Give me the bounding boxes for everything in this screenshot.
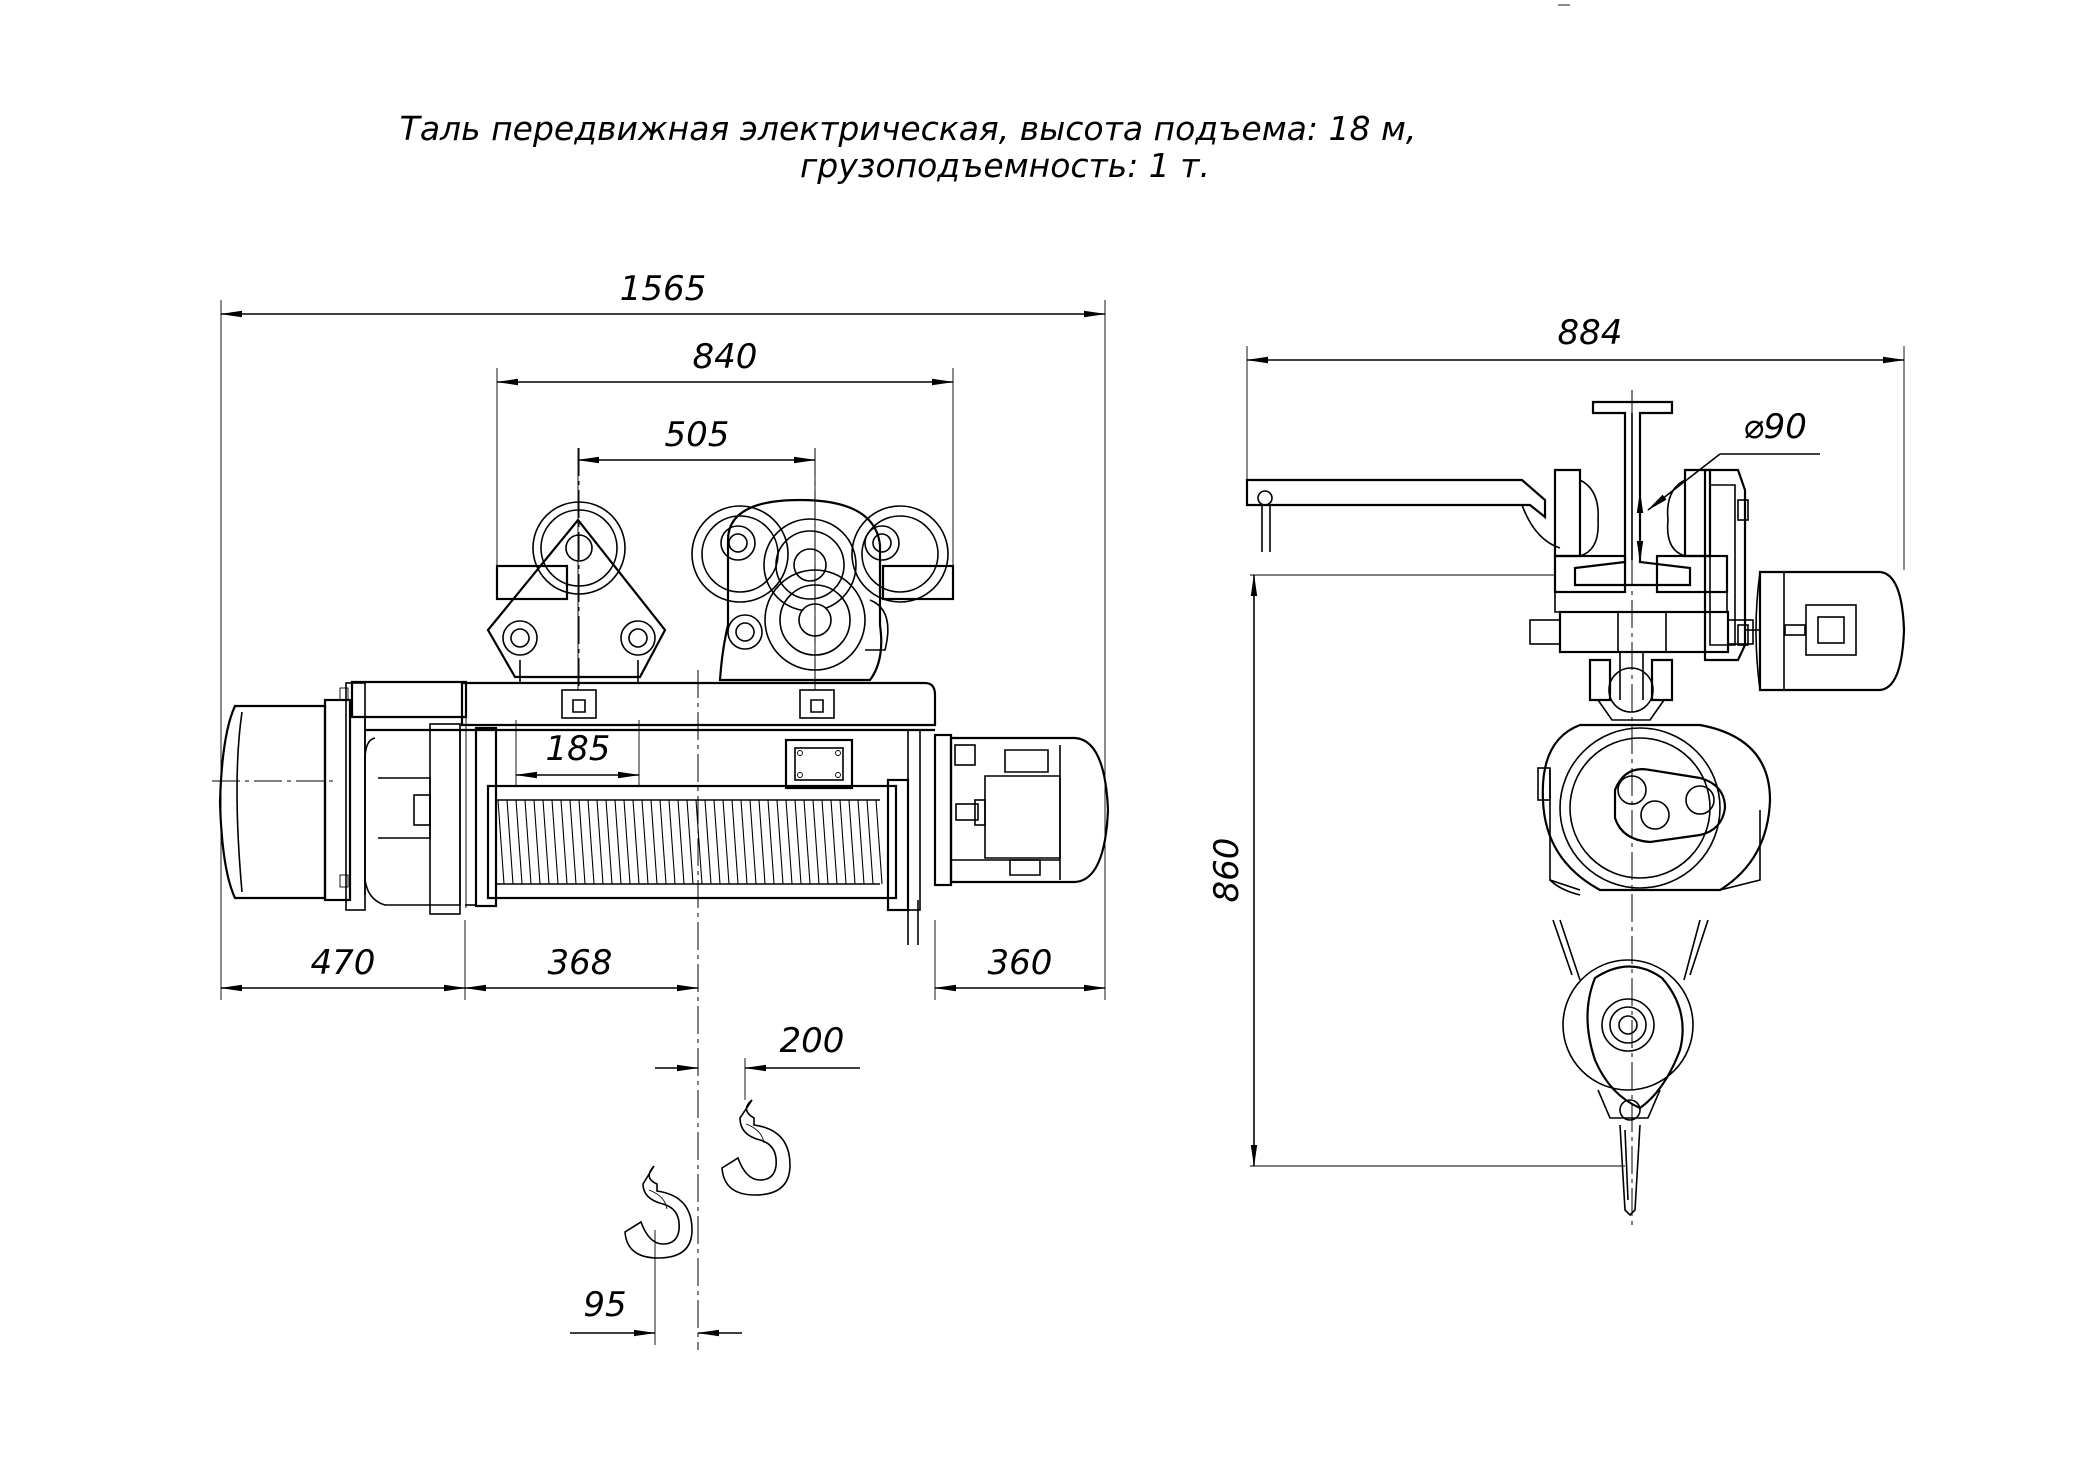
side-view [1245,390,1906,1225]
dim-overall-width: 884 [1558,313,1623,353]
cable-arm [1245,478,1561,552]
dim-height: 860 [1207,838,1247,903]
dim-overall-length: 1565 [620,269,707,309]
terminal-box [784,738,854,790]
trolley-right [691,498,955,719]
lower-block [1552,919,1709,1217]
lifting-motor [933,733,1110,887]
hanger-links [1588,652,1674,721]
front-view [212,448,1110,1350]
hook-lower [624,1165,693,1259]
dim-right-block: 360 [988,943,1053,983]
dim-hook-offset-small: 95 [583,1285,626,1325]
left-brake-housing [218,680,468,911]
rope-drum [474,726,921,945]
trolley-left [486,501,667,719]
dim-left-block: 470 [311,943,376,983]
dim-beam-diameter: ⌀90 [1743,407,1807,447]
dim-hook-offset: 200 [780,1021,845,1061]
trolley-side-frames [1553,468,1749,662]
title-line-2: грузоподъемность: 1 т. [800,146,1210,185]
dim-wheelbase: 840 [693,337,758,377]
dim-wheel-pair: 505 [665,415,730,455]
travel-motor [1745,570,1906,692]
dim-bolt-spacing: 185 [546,729,611,769]
cross-shaft [1529,610,1754,654]
side-view-dimensions: 884 860 ⌀90 [1207,313,1905,1167]
hoist-body-side [1537,723,1772,896]
title-line-1: Таль передвижная электрическая, высота п… [400,109,1417,148]
drawing-title: Таль передвижная электрическая, высота п… [400,109,1417,185]
hoist-frame [364,681,937,915]
dim-line-beam-diameter [1647,453,1721,511]
hook-upper [721,1099,791,1196]
dim-drum-offset: 368 [548,943,613,983]
front-view-dimensions: 1565 840 505 185 470 368 360 200 95 [220,269,1106,1345]
